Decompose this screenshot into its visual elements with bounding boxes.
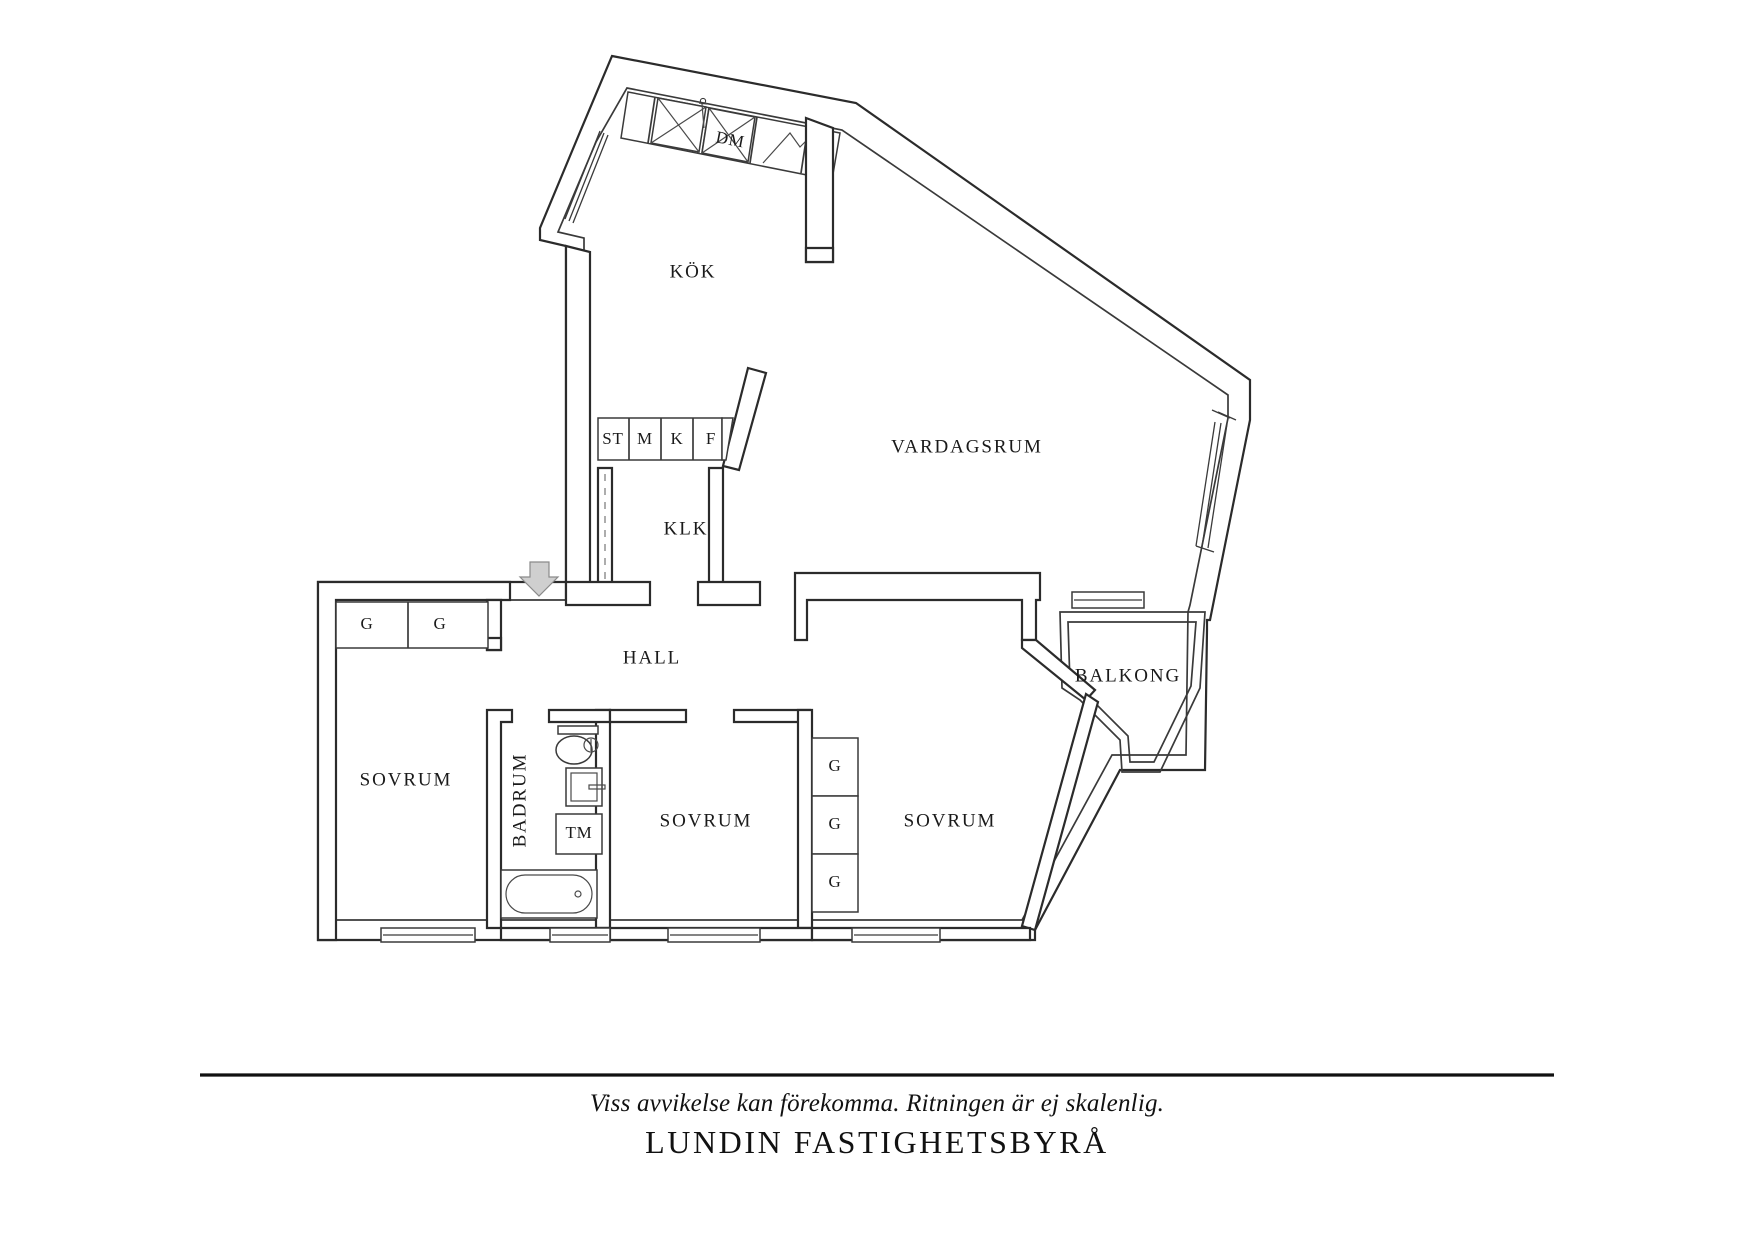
bathtub-icon (500, 869, 598, 919)
room-label-sovrum-mitt: SOVRUM (660, 810, 753, 831)
wardrobe-label-g-nw-1: G (361, 614, 374, 633)
appliance-label-k: K (670, 429, 683, 448)
room-label-sovrum-ost: SOVRUM (904, 810, 997, 831)
wall-klk-angled (721, 366, 768, 472)
wardrobe-label-g-e-2: G (829, 814, 842, 833)
room-label-vardagsrum: VARDAGSRUM (891, 436, 1043, 457)
window-kitchen-nw (564, 130, 609, 224)
appliance-label-tm: TM (565, 823, 592, 842)
wardrobe-block-northwest: G G (335, 601, 489, 649)
room-label-kok: KÖK (670, 261, 717, 282)
room-label-hall: HALL (623, 647, 681, 668)
washbasin-icon (565, 767, 606, 807)
room-label-balkong: BALKONG (1075, 665, 1181, 686)
wardrobe-label-g-nw-2: G (434, 614, 447, 633)
utility-appliance-row: ST M K F (597, 417, 734, 461)
room-label-badrum: BADRUM (509, 753, 530, 848)
wall-kitchen-livingroom (804, 116, 835, 264)
wardrobe-block-east: G G G (811, 737, 859, 913)
window-livingroom-east-upper (1195, 409, 1237, 553)
window-bedroom-west-south (380, 927, 476, 943)
appliance-label-m: M (637, 429, 653, 448)
entrance-arrow (518, 561, 560, 597)
footer-disclaimer: Viss avvikelse kan förekomma. Ritningen … (589, 1090, 1165, 1117)
appliance-label-f: F (706, 429, 716, 448)
building-outline (316, 54, 1252, 942)
window-bathroom-south (549, 927, 611, 943)
wardrobe-label-g-e-3: G (829, 872, 842, 891)
window-bedroom-east-south (851, 927, 941, 943)
room-labels: KÖK VARDAGSRUM KLK HALL BALKONG SOVRUM B… (360, 261, 1181, 848)
klk-enclosure (564, 466, 762, 607)
appliance-label-st: ST (602, 429, 623, 448)
wall-west-bedroom (316, 580, 512, 942)
balcony-door-window (1071, 591, 1145, 609)
kitchen-sink-icon (650, 97, 756, 163)
footer: Viss avvikelse kan förekomma. Ritningen … (0, 1090, 1754, 1161)
room-label-klk: KLK (664, 518, 709, 539)
wall-kitchen-south (564, 244, 592, 602)
wardrobe-label-g-e-1: G (829, 756, 842, 775)
toilet-icon (555, 725, 599, 765)
room-label-sovrum-vast: SOVRUM (360, 769, 453, 790)
washing-machine: TM (555, 813, 603, 855)
footer-brand: LUNDIN FASTIGHETSBYRÅ (645, 1124, 1109, 1160)
window-bedroom-middle-south (667, 927, 761, 943)
